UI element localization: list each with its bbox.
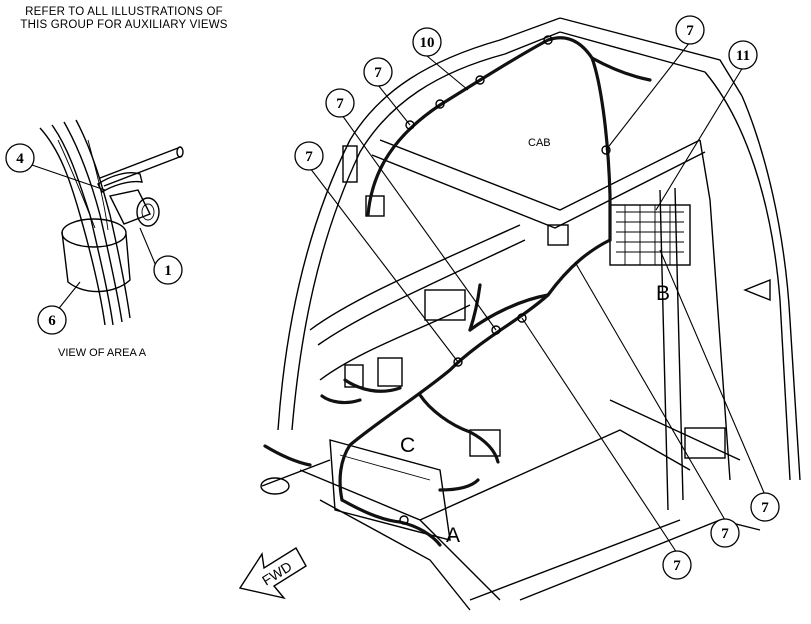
callout-7-a: 7 [363,57,393,87]
callout-7-d-text: 7 [686,23,694,39]
area-a-detail-title: VIEW OF AREA A [58,347,147,359]
callout-7-b-text: 7 [336,96,344,112]
callout-10-text: 10 [420,35,435,51]
wiring-harness [263,35,652,547]
area-a-label: A [446,524,460,547]
cab-label: CAB [528,137,551,149]
callout-7-e: 7 [750,492,780,522]
forward-arrow: FWD [238,547,307,600]
reference-note-line-1: REFER TO ALL ILLUSTRATIONS OF [25,6,223,18]
callout-7-b: 7 [325,88,355,118]
leader-lines [31,41,766,554]
callout-6-text: 6 [48,313,56,329]
callout-11: 11 [728,40,758,70]
cab-frame-drawing [260,17,801,611]
callout-1: 1 [153,255,183,285]
callout-6: 6 [37,305,67,335]
callout-4-text: 4 [16,151,24,167]
callout-7-g-text: 7 [673,558,681,574]
callout-7-g: 7 [662,550,692,580]
callout-7-a-text: 7 [374,65,382,81]
reference-note: REFER TO ALL ILLUSTRATIONS OF THIS GROUP… [4,6,244,32]
callout-10: 10 [412,27,442,57]
area-c-label: C [400,434,415,457]
callout-7-c: 7 [294,141,324,171]
callout-7-f: 7 [710,518,740,548]
callout-7-c-text: 7 [305,149,313,165]
callout-7-d: 7 [675,15,705,45]
callout-7-e-text: 7 [761,500,769,516]
callout-1-text: 1 [164,263,172,279]
callout-11-text: 11 [736,48,750,64]
area-b-label: B [656,282,670,305]
reference-note-line-2: THIS GROUP FOR AUXILIARY VIEWS [20,19,228,31]
area-a-detail-drawing [39,119,184,326]
callout-4: 4 [5,143,35,173]
callout-7-f-text: 7 [721,526,729,542]
